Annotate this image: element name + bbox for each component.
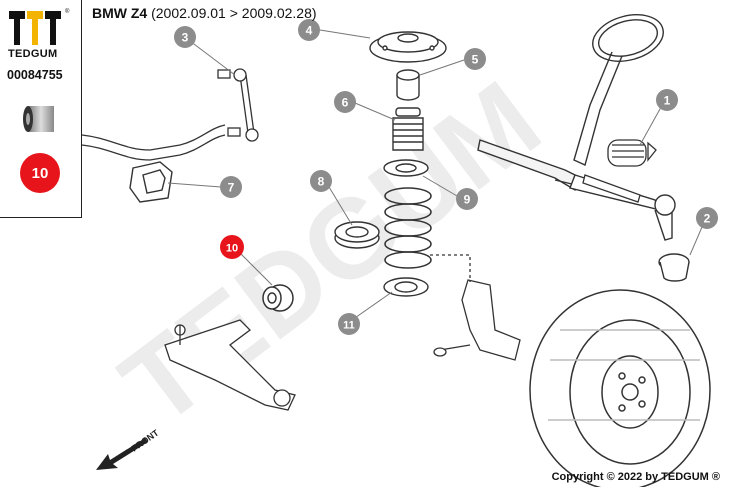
front-arrow-icon: FRONT [96,427,161,470]
svg-text:10: 10 [226,243,238,255]
brand-name: TEDGUM [8,48,58,60]
callout-8: 8 [310,170,332,192]
watermark-text: TEDGUM [99,57,562,449]
wheel [529,289,711,487]
ball-joint-boot [658,253,690,282]
vehicle-dates: (2002.09.01 > 2009.02.28) [151,5,317,21]
dust-boot [392,107,424,151]
copyright: Copyright © 2022 by TEDGUM ® [551,471,720,483]
spring-seat-lower [383,277,429,297]
watermark: TEDGUM [99,57,562,449]
svg-text:4: 4 [306,24,313,38]
callout-4: 4 [298,19,320,41]
svg-text:7: 7 [228,181,235,195]
coil-spring [384,187,432,269]
callout-2: 2 [696,207,718,229]
svg-text:2: 2 [704,212,711,226]
callout-6: 6 [334,91,356,113]
svg-text:11: 11 [343,320,355,332]
svg-text:6: 6 [342,96,349,110]
highlight-badge: 10 [20,153,60,193]
stabilizer-bushing [129,161,173,203]
part-number: 00084755 [7,68,63,82]
top-mount [369,31,447,63]
product-sidebar: ® TEDGUM 00084755 10 [0,0,82,218]
tedgum-logo: ® [9,8,70,45]
svg-text:3: 3 [182,31,189,45]
svg-text:8: 8 [318,175,325,189]
strut-bush [396,69,420,101]
tie-rod [582,139,657,203]
callout-10: 10 [220,235,244,259]
callout-1: 1 [656,89,678,111]
svg-text:5: 5 [472,53,479,67]
part-thumbnail [23,106,54,132]
leader-lines [167,29,706,321]
svg-text:1: 1 [664,94,671,108]
control-arm-bush [262,284,294,312]
svg-text:®: ® [65,8,70,15]
stabilizer-bar [81,124,226,161]
spring-seat-upper [383,159,429,177]
vehicle-title: BMW Z4 (2002.09.01 > 2009.02.28) [92,5,317,21]
callout-5: 5 [464,48,486,70]
vehicle-model: BMW Z4 [92,5,148,21]
front-label: FRONT [129,427,161,453]
callout-9: 9 [456,188,478,210]
control-arm [164,319,296,411]
callout-3: 3 [174,26,196,48]
callout-11: 11 [338,313,360,335]
stabilizer-link [217,68,259,142]
steering-knuckle [430,254,521,361]
strut-bearing [334,221,380,249]
callout-7: 7 [220,176,242,198]
svg-text:9: 9 [464,193,471,207]
